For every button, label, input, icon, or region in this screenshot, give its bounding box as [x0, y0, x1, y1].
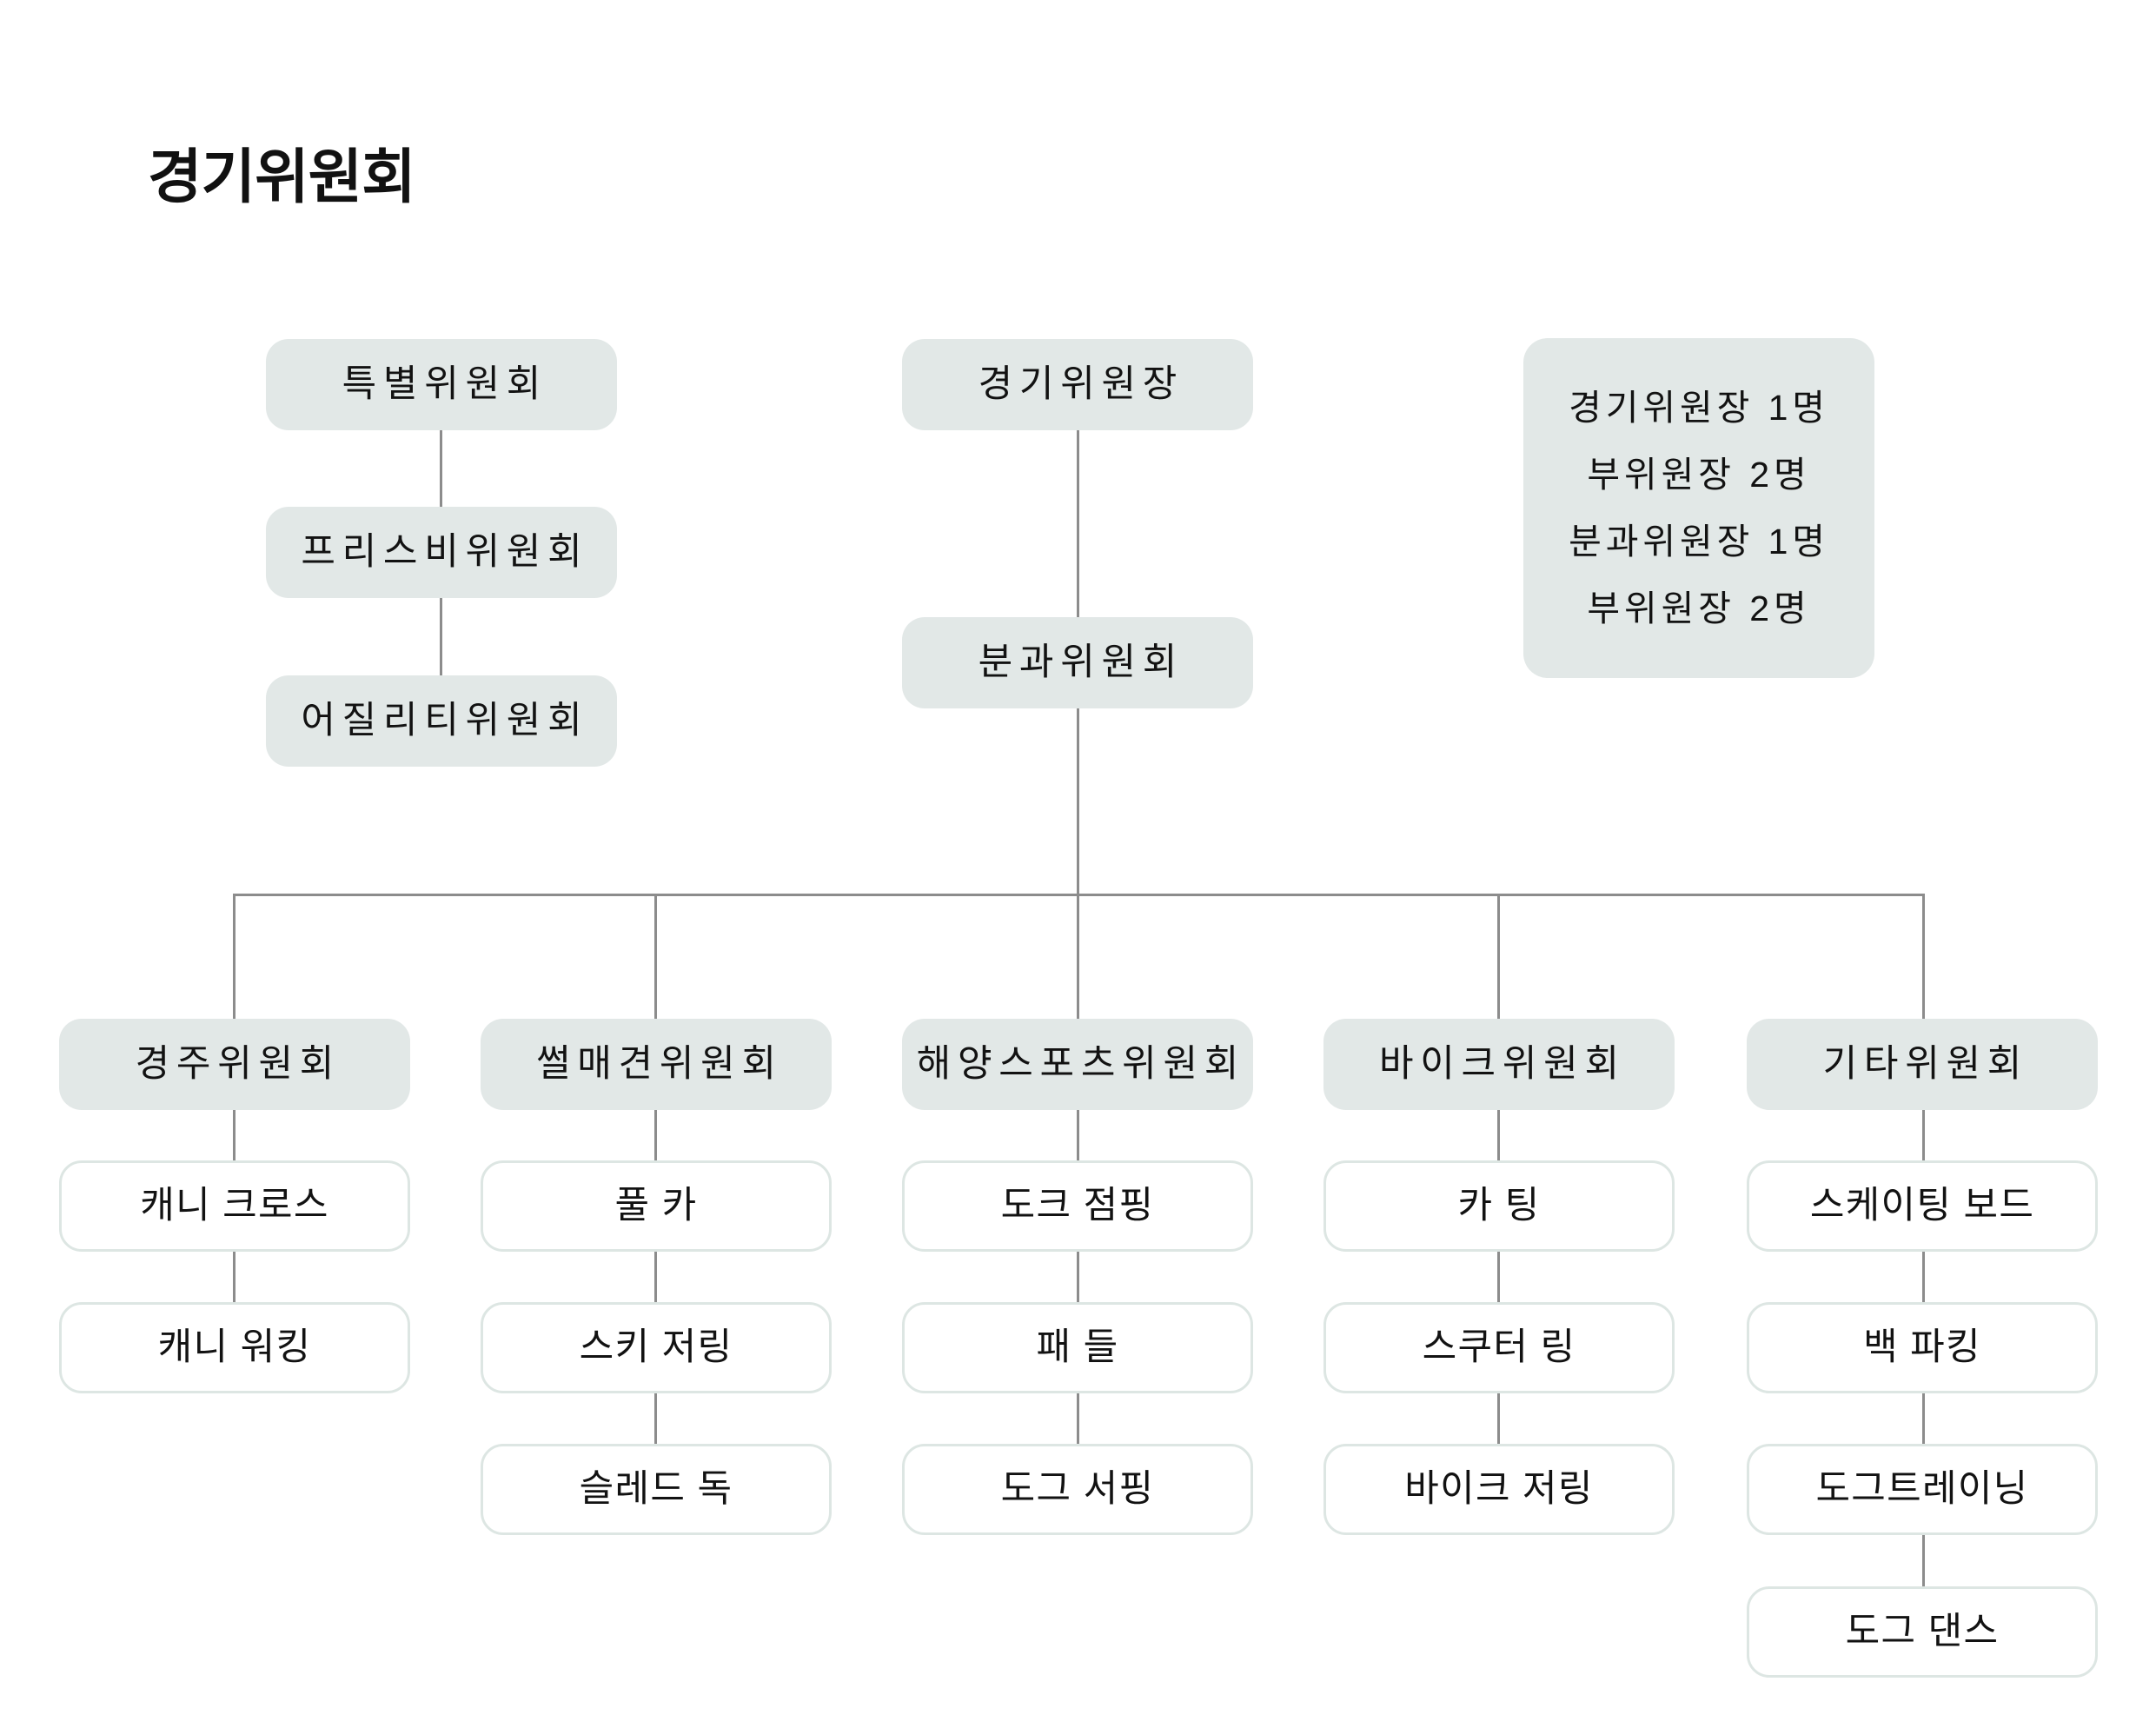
connector-col4-b — [1497, 1252, 1500, 1302]
node-special-committee: 특별위원회 — [266, 339, 617, 430]
info-line: 경기위원장 1명 — [1569, 387, 1829, 428]
node-skijoring: 스키 저링 — [481, 1302, 832, 1393]
node-label: 스쿠터 링 — [1422, 1326, 1576, 1368]
connector-special-2 — [440, 598, 442, 675]
node-other-committee: 기타위원회 — [1747, 1019, 2098, 1110]
connector-drop-4 — [1497, 896, 1500, 1019]
node-label: 스케이팅 보드 — [1809, 1185, 2035, 1226]
connector-col2-c — [654, 1393, 657, 1444]
connector-drop-2 — [654, 896, 657, 1019]
node-label: 썰매견위원회 — [535, 1043, 783, 1085]
node-skating-board: 스케이팅 보드 — [1747, 1160, 2098, 1252]
node-cani-cross: 캐니 크로스 — [59, 1160, 410, 1252]
node-label: 분과위원회 — [978, 641, 1184, 683]
node-frisbee-committee: 프리스비위원회 — [266, 507, 617, 598]
connector-col1-a — [233, 1110, 236, 1160]
node-paddle: 패 들 — [902, 1302, 1253, 1393]
node-cani-walking: 캐니 워킹 — [59, 1302, 410, 1393]
node-competition-chair: 경기위원장 — [902, 339, 1253, 430]
node-marine-sports-committee: 해양스포츠위원회 — [902, 1019, 1253, 1110]
node-dog-surfing: 도그 서핑 — [902, 1444, 1253, 1535]
node-label: 도그 서핑 — [1000, 1468, 1155, 1510]
node-label: 백 파킹 — [1863, 1326, 1981, 1368]
node-pulka: 풀 카 — [481, 1160, 832, 1252]
node-label: 도그트레이닝 — [1815, 1468, 2029, 1510]
connector-col3-a — [1077, 1110, 1079, 1160]
info-line: 부위원장 2명 — [1587, 454, 1811, 495]
connector-trunk-horizontal — [233, 894, 1925, 896]
node-label: 특별위원회 — [342, 363, 548, 405]
connector-sub-trunk — [1077, 708, 1079, 895]
connector-drop-1 — [233, 896, 236, 1019]
connector-col5-c — [1922, 1393, 1925, 1444]
page-title: 경기위원회 — [148, 144, 416, 210]
node-agility-committee: 어질리티위원회 — [266, 675, 617, 767]
connector-col3-c — [1077, 1393, 1079, 1444]
node-label: 카 팅 — [1457, 1185, 1541, 1226]
node-bikejoring: 바이크 저링 — [1323, 1444, 1675, 1535]
info-box: 경기위원장 1명 부위원장 2명 분과위원장 1명 부위원장 2명 — [1523, 338, 1874, 678]
node-label: 경기위원장 — [978, 363, 1184, 405]
node-label: 캐니 크로스 — [140, 1185, 329, 1226]
node-sleddog-committee: 썰매견위원회 — [481, 1019, 832, 1110]
connector-col5-b — [1922, 1252, 1925, 1302]
node-backpacking: 백 파킹 — [1747, 1302, 2098, 1393]
node-label: 경주위원회 — [135, 1043, 342, 1085]
connector-col4-c — [1497, 1393, 1500, 1444]
node-label: 도그 댄스 — [1845, 1611, 2000, 1652]
node-label: 패 들 — [1036, 1326, 1119, 1368]
node-label: 해양스포츠위원회 — [916, 1043, 1246, 1085]
node-racing-committee: 경주위원회 — [59, 1019, 410, 1110]
connector-drop-5 — [1922, 896, 1925, 1019]
info-line: 분과위원장 1명 — [1569, 521, 1829, 562]
connector-col2-b — [654, 1252, 657, 1302]
connector-col4-a — [1497, 1110, 1500, 1160]
node-sled-dog: 슬레드 독 — [481, 1444, 832, 1535]
node-label: 바이크 저링 — [1404, 1468, 1594, 1510]
node-label: 풀 카 — [614, 1185, 698, 1226]
node-dock-jumping: 도크 점핑 — [902, 1160, 1253, 1252]
node-label: 바이크위원회 — [1378, 1043, 1626, 1085]
node-label: 프리스비위원회 — [301, 531, 589, 573]
node-label: 캐니 워킹 — [157, 1326, 312, 1368]
node-dog-dance: 도그 댄스 — [1747, 1586, 2098, 1678]
connector-drop-3 — [1077, 896, 1079, 1019]
node-label: 도크 점핑 — [1000, 1185, 1155, 1226]
connector-col1-b — [233, 1252, 236, 1302]
node-label: 어질리티위원회 — [301, 700, 589, 741]
node-subcommittee: 분과위원회 — [902, 617, 1253, 708]
info-line: 부위원장 2명 — [1587, 588, 1811, 628]
node-scootering: 스쿠터 링 — [1323, 1302, 1675, 1393]
node-label: 스키 저링 — [579, 1326, 733, 1368]
node-bike-committee: 바이크위원회 — [1323, 1019, 1675, 1110]
connector-col5-a — [1922, 1110, 1925, 1160]
connector-special-1 — [440, 430, 442, 507]
node-dog-training: 도그트레이닝 — [1747, 1444, 2098, 1535]
connector-col3-b — [1077, 1252, 1079, 1302]
node-karting: 카 팅 — [1323, 1160, 1675, 1252]
node-label: 기타위원회 — [1822, 1043, 2029, 1085]
connector-col5-d — [1922, 1535, 1925, 1586]
node-label: 슬레드 독 — [579, 1468, 733, 1510]
connector-col2-a — [654, 1110, 657, 1160]
connector-chair-sub — [1077, 430, 1079, 617]
